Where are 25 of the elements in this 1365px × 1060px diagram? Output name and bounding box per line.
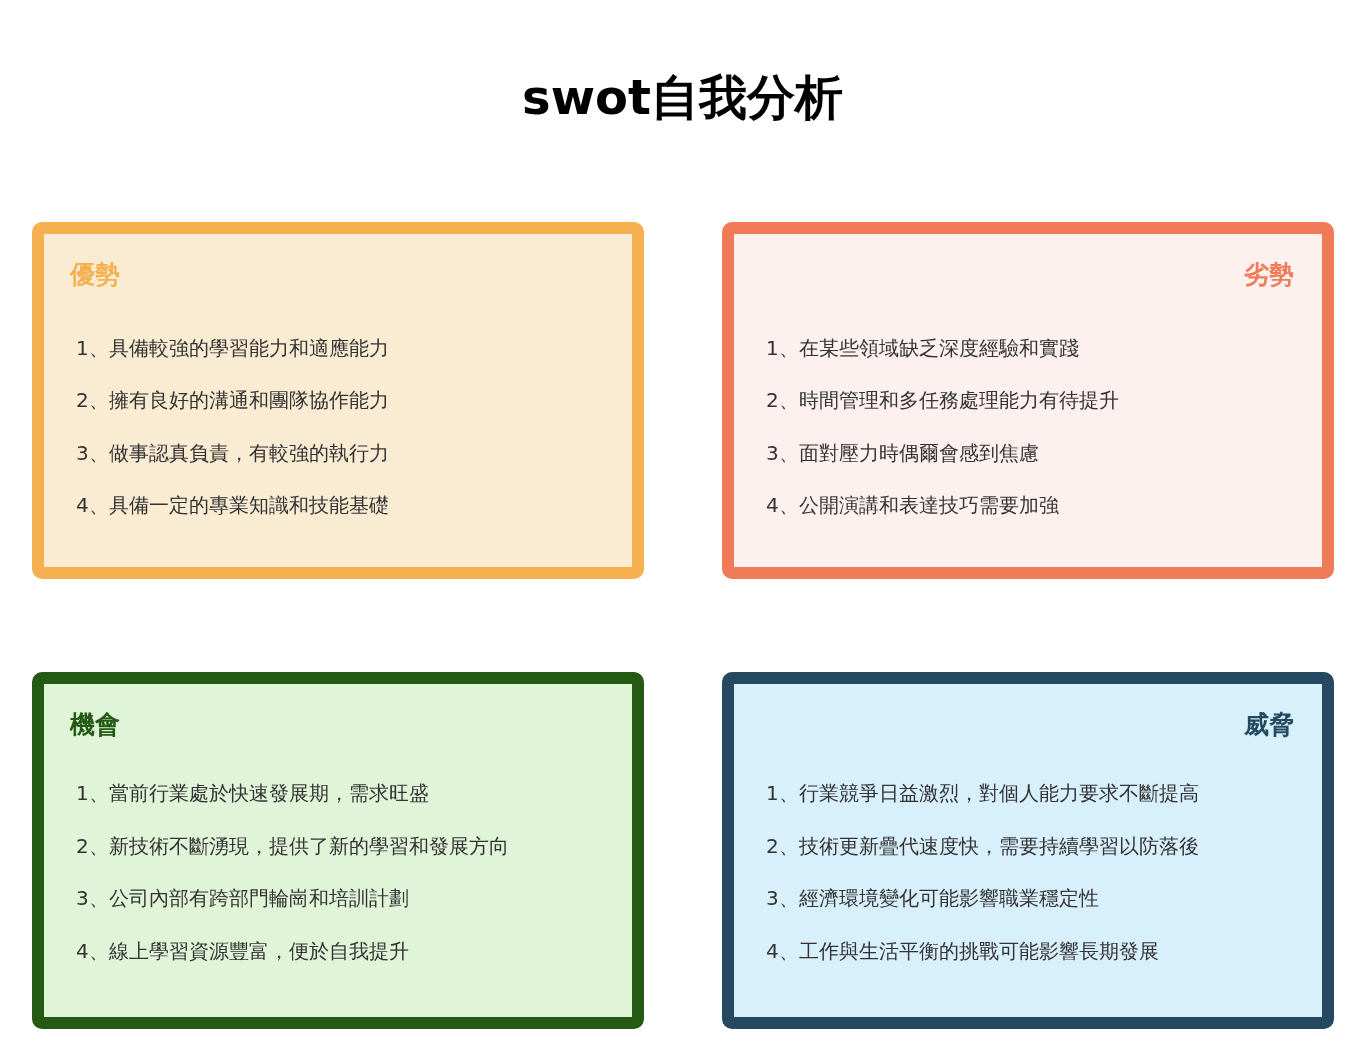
list-item: 4、工作與生活平衡的挑戰可能影響長期發展: [766, 938, 1159, 965]
list-item: 1、在某些領域缺乏深度經驗和實踐: [766, 335, 1079, 362]
panel-heading: 優勢: [70, 259, 120, 291]
list-item: 3、做事認真負責，有較強的執行力: [76, 440, 389, 467]
list-item: 3、公司內部有跨部門輪崗和培訓計劃: [76, 885, 409, 912]
list-item: 2、時間管理和多任務處理能力有待提升: [766, 387, 1119, 414]
list-item: 3、經濟環境變化可能影響職業穩定性: [766, 885, 1099, 912]
list-item: 1、當前行業處於快速發展期，需求旺盛: [76, 780, 429, 807]
list-item: 4、公開演講和表達技巧需要加強: [766, 492, 1059, 519]
panel-heading: 威脅: [1244, 709, 1294, 741]
swot-panel: [722, 222, 1334, 579]
swot-panel: [32, 222, 644, 579]
swot-panel: [32, 672, 644, 1029]
list-item: 1、具備較強的學習能力和適應能力: [76, 335, 389, 362]
swot-panel: [722, 672, 1334, 1029]
list-item: 4、具備一定的專業知識和技能基礎: [76, 492, 389, 519]
panel-heading: 劣勢: [1244, 259, 1294, 291]
panel-heading: 機會: [70, 709, 120, 741]
list-item: 2、擁有良好的溝通和團隊協作能力: [76, 387, 389, 414]
diagram-title: swot自我分析: [521, 68, 844, 127]
list-item: 4、線上學習資源豐富，便於自我提升: [76, 938, 409, 965]
list-item: 2、新技術不斷湧現，提供了新的學習和發展方向: [76, 833, 509, 860]
list-item: 2、技術更新疊代速度快，需要持續學習以防落後: [766, 833, 1199, 860]
list-item: 3、面對壓力時偶爾會感到焦慮: [766, 440, 1039, 467]
list-item: 1、行業競爭日益激烈，對個人能力要求不斷提高: [766, 780, 1199, 807]
